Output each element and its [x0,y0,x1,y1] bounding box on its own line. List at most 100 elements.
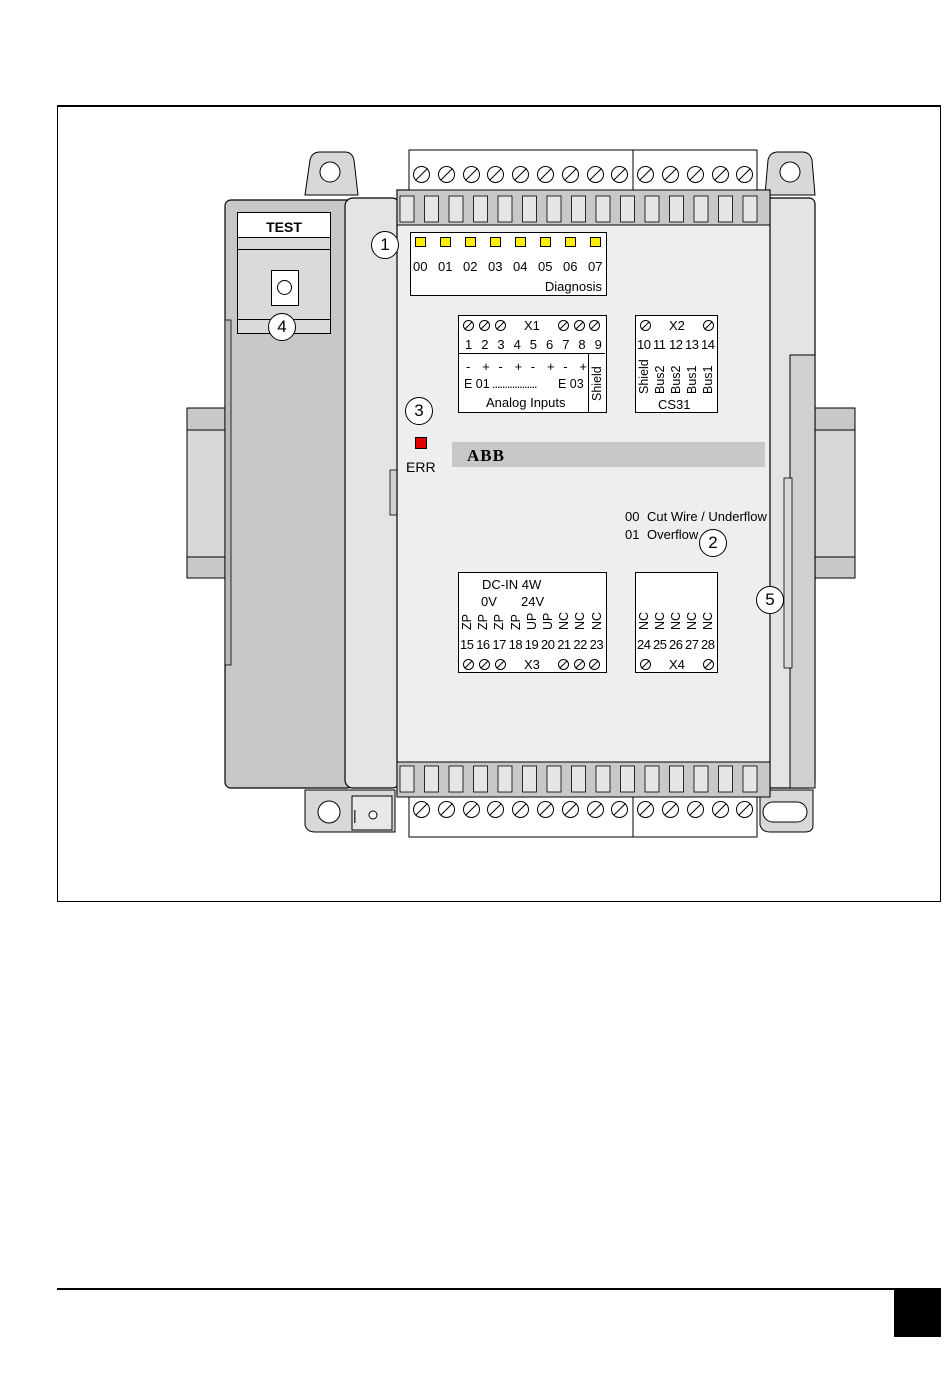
x1-shield-divider [588,353,589,413]
terminal-screw-icon [561,166,579,183]
diagnosis-led-label: 01 [438,259,453,274]
x3-terminal-number: 17 [492,637,506,652]
x1-polarity-sign: - [563,359,568,374]
callout-1: 1 [371,231,399,259]
x3-screw-icon [478,659,490,670]
diagnosis-led [540,237,551,247]
x1-polarity-sign: - [530,359,536,374]
x1-screw-icon [573,320,585,331]
terminal-tooth [742,195,758,223]
x1-screw-icon [557,320,569,331]
diagnosis-led-label: 00 [413,259,428,274]
x3-screw-icon [589,659,601,670]
test-label-bg [238,213,330,238]
x4-vertical-label: NC [669,611,683,630]
terminal-tooth [718,195,733,223]
x2-screw-icon [703,320,714,331]
terminal-screw-icon [611,801,629,818]
terminal-tooth [497,195,513,223]
terminal-tooth [399,765,415,793]
x3-vertical-label: NC [557,611,572,630]
terminal-screw-icon [686,166,704,183]
x3-line1: DC-IN 4W [482,577,542,592]
legend-text-01: Overflow [647,527,699,542]
terminal-tooth [742,765,758,793]
x1-label: Analog Inputs [486,395,566,410]
x1-screw-icon [589,320,601,331]
terminal-tooth [399,195,415,223]
x3-vertical-label: UP [524,612,539,630]
x2-terminal-number: 12 [669,337,683,352]
test-label: TEST [266,219,302,235]
x2-vertical-label: Bus1 [701,365,715,395]
terminal-screw-icon [586,801,604,818]
x3-terminal-number: 19 [524,637,539,652]
terminal-screw-icon [537,801,554,818]
x2-terminal-number: 13 [685,337,699,352]
diagnosis-label: Diagnosis [544,279,602,294]
x4-vertical-label: NC [701,611,715,630]
terminal-screw-icon [686,801,704,818]
x4-terminal-number: 26 [669,637,683,652]
diagnosis-led [565,237,576,247]
x1-range-end: E 03 [558,377,584,391]
x3-terminal-number: 22 [573,637,587,652]
terminal-tooth [620,765,635,793]
x4-terminal-number: 24 [637,637,651,652]
terminal-screw-icon [487,801,505,818]
terminal-screw-icon [711,801,729,818]
terminal-tooth [718,765,733,793]
diagnosis-led-label: 06 [563,259,578,274]
terminal-tooth [448,195,464,223]
x4-screw-icon [640,659,651,670]
test-divider [238,249,330,250]
diagnosis-led [415,237,426,247]
x3-screw-icon [463,659,474,670]
terminal-screw-icon [711,166,729,183]
legend-code-00: 00 [625,509,640,524]
x1-screw-icon [494,320,506,331]
x2-terminal-number: 14 [701,337,715,352]
terminal-tooth [644,765,660,793]
x1-polarity-sign: + [482,359,490,374]
terminal-tooth [693,195,709,223]
x3-screw-icon [557,659,569,670]
test-button[interactable] [271,270,299,306]
terminal-tooth [497,765,513,793]
diagnosis-led [515,237,526,247]
x1-range-dots: .................. [492,377,538,391]
x4-vertical-label: NC [637,611,651,630]
terminal-screw-icon [462,801,480,818]
terminal-screw-icon [637,801,655,818]
x2-vertical-label: Shield [637,359,651,394]
terminal-screw-icon [512,166,530,183]
x3-vertical-label: ZP [460,614,474,630]
x1-terminal-number: 4 [513,337,521,352]
x1-screw-icon [478,320,490,331]
x1-terminal-number: 9 [594,337,602,352]
x3-screw-icon [573,659,585,670]
terminal-screw-icon [512,801,530,818]
x2-vertical-label: Bus2 [653,365,667,395]
x1-polarity-sign: + [547,359,555,374]
x3-terminal-number: 21 [557,637,571,652]
x4-terminal-number: 28 [701,637,715,652]
x3-title: X3 [524,657,540,672]
x1-terminal-number: 7 [562,337,570,352]
terminal-screw-icon [537,166,554,183]
legend-code-01: 01 [625,527,640,542]
x3-screw-icon [494,659,506,670]
terminal-tooth [620,195,635,223]
terminal-tooth [571,765,586,793]
x3-vertical-label: NC [589,611,604,630]
x1-terminal-number: 2 [481,337,489,352]
x1-polarity-sign: + [514,359,523,374]
x4-vertical-label: NC [685,611,699,630]
terminal-tooth [693,765,709,793]
x1-terminal-number: 8 [578,337,586,352]
x4-vertical-label: NC [653,611,667,630]
footer-rule [57,1288,941,1290]
